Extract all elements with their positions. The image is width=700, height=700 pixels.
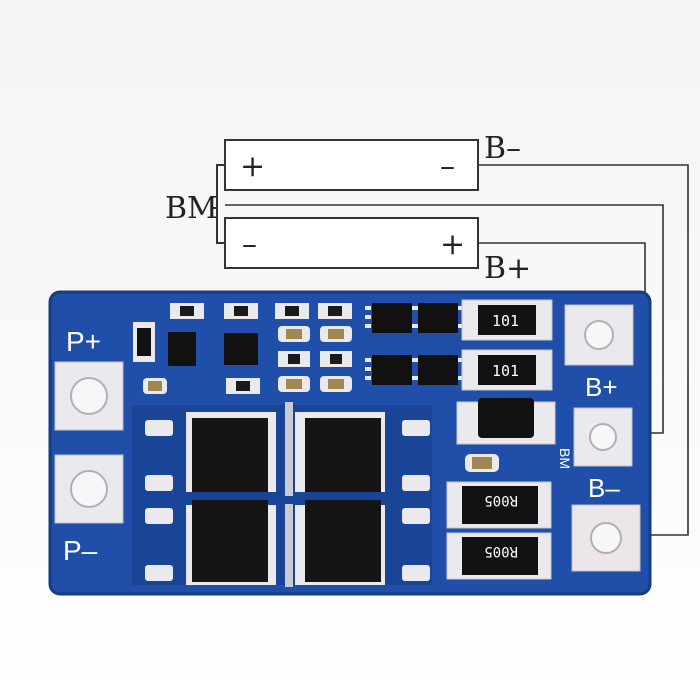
b-minus-wire xyxy=(478,164,689,536)
silk-p-plus: P+ xyxy=(66,326,101,357)
silk-bm: BM xyxy=(557,448,573,469)
resistor-101-mid-code: 101 xyxy=(492,362,519,380)
bm-wire-bracket xyxy=(216,164,225,244)
silk-b-plus: B+ xyxy=(585,372,618,402)
mosfet-top-left xyxy=(186,412,276,492)
cell-top-minus-sign: – xyxy=(440,149,455,184)
battery-cell-bottom xyxy=(224,217,479,269)
pad-p-plus xyxy=(54,361,124,431)
pad-b-minus xyxy=(571,504,641,572)
ic-chips xyxy=(133,303,464,385)
pad-p-minus xyxy=(54,454,124,524)
shunt-resistor-bottom xyxy=(446,532,552,580)
mosfet-top-right xyxy=(295,412,385,492)
resistor-101-top xyxy=(461,299,553,341)
cell-top-plus-sign: + xyxy=(240,149,265,184)
silk-p-minus: P– xyxy=(63,535,98,566)
resistor-101-top-code: 101 xyxy=(492,312,519,330)
shunt-bottom-code: R005 xyxy=(484,543,518,559)
mosfet-bottom-left xyxy=(186,500,276,585)
pad-bm xyxy=(573,407,633,467)
resistor-101-mid xyxy=(461,349,553,391)
silk-b-minus: B– xyxy=(588,473,620,503)
cell-bottom-plus-sign: + xyxy=(440,227,465,262)
mosfet-bottom-right xyxy=(295,500,385,585)
diagram-label-b-plus: B+ xyxy=(484,251,531,286)
diagram-label-b-minus: B– xyxy=(484,131,521,166)
smd-components-top xyxy=(143,303,352,394)
pad-b-plus xyxy=(564,304,634,366)
diode-component xyxy=(456,398,556,472)
shunt-top-code: R005 xyxy=(484,492,518,508)
shunt-resistor-top xyxy=(446,481,552,529)
mosfet-leads xyxy=(145,420,430,581)
cell-bottom-minus-sign: – xyxy=(242,227,257,262)
diagram-label-bm: BM xyxy=(165,191,218,226)
